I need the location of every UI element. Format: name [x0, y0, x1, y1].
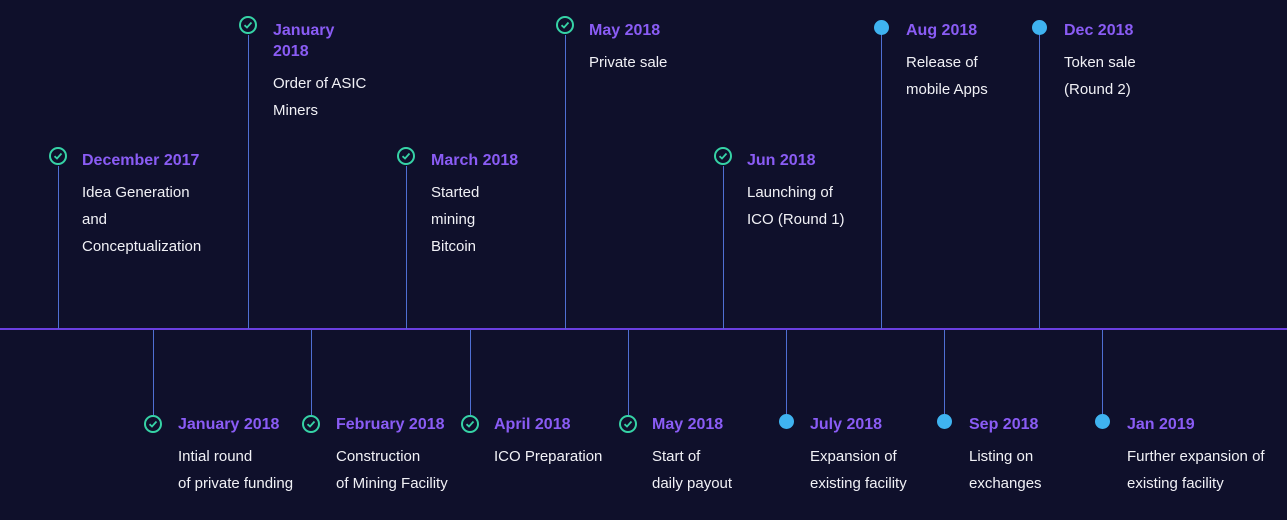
milestone-date: Jan 2019	[1127, 416, 1195, 433]
milestone-6: May 2018 Private sale	[589, 20, 699, 76]
milestone-10: Aug 2018 Release of mobile Apps	[906, 20, 1021, 103]
milestone-date: July 2018	[810, 416, 883, 433]
milestone-description: Start of daily payout	[652, 448, 733, 492]
milestone-5: April 2018 ICO Preparation	[494, 414, 619, 470]
milestone-date: May 2018	[589, 22, 661, 39]
stem-2	[248, 35, 249, 329]
milestone-7: May 2018 Start of daily payout	[652, 414, 772, 497]
milestone-description: Private sale	[589, 54, 668, 71]
milestone-9: July 2018 Expansion of existing facility	[810, 414, 935, 497]
dot-icon	[1032, 20, 1047, 35]
milestone-0: December 2017 Idea Generation and Concep…	[82, 150, 232, 260]
check-circle-icon	[619, 415, 637, 433]
stem-13	[1102, 330, 1103, 416]
milestone-date: February 2018	[336, 416, 445, 433]
stem-9	[786, 330, 787, 416]
milestone-date: Dec 2018	[1064, 22, 1134, 39]
milestone-11: Sep 2018 Listing on exchanges	[969, 414, 1079, 497]
milestone-description: Idea Generation and Conceptualization	[82, 184, 202, 255]
stem-8	[723, 166, 724, 329]
dot-icon	[874, 20, 889, 35]
milestone-description: Token sale (Round 2)	[1064, 54, 1136, 98]
dot-icon	[1095, 414, 1110, 429]
milestone-description: Further expansion of existing facility	[1127, 448, 1265, 492]
milestone-date: Jun 2018	[747, 152, 816, 169]
check-circle-icon	[239, 16, 257, 34]
milestone-date: January 2018	[178, 416, 280, 433]
timeline-axis	[0, 328, 1287, 330]
milestone-8: Jun 2018 Launching of ICO (Round 1)	[747, 150, 867, 233]
stem-1	[153, 330, 154, 415]
check-circle-icon	[556, 16, 574, 34]
milestone-2: January 2018 Order of ASIC Miners	[273, 20, 383, 124]
milestone-date: March 2018	[431, 152, 519, 169]
stem-3	[311, 330, 312, 415]
check-circle-icon	[461, 415, 479, 433]
stem-6	[565, 35, 566, 329]
milestone-4: March 2018 Started mining Bitcoin	[431, 150, 541, 260]
stem-12	[1039, 30, 1040, 329]
milestone-12: Dec 2018 Token sale (Round 2)	[1064, 20, 1174, 103]
milestone-description: Release of mobile Apps	[906, 54, 988, 98]
milestone-description: Launching of ICO (Round 1)	[747, 184, 845, 228]
stem-11	[944, 330, 945, 416]
milestone-description: Listing on exchanges	[969, 448, 1042, 492]
check-circle-icon	[144, 415, 162, 433]
dot-icon	[937, 414, 952, 429]
stem-7	[628, 330, 629, 415]
stem-5	[470, 330, 471, 415]
check-circle-icon	[302, 415, 320, 433]
milestone-description: Intial round of private funding	[178, 448, 294, 492]
dot-icon	[779, 414, 794, 429]
stem-10	[881, 30, 882, 329]
milestone-3: February 2018 Construction of Mining Fac…	[336, 414, 461, 497]
milestone-date: Aug 2018	[906, 22, 978, 39]
check-circle-icon	[49, 147, 67, 165]
milestone-date: May 2018	[652, 416, 724, 433]
check-circle-icon	[397, 147, 415, 165]
milestone-13: Jan 2019 Further expansion of existing f…	[1127, 414, 1285, 497]
milestone-date: December 2017	[82, 152, 200, 169]
stem-0	[58, 166, 59, 329]
milestone-description: Started mining Bitcoin	[431, 184, 480, 255]
milestone-description: Expansion of existing facility	[810, 448, 907, 492]
milestone-description: Order of ASIC Miners	[273, 75, 367, 119]
stem-4	[406, 166, 407, 329]
milestone-1: January 2018 Intial round of private fun…	[178, 414, 318, 497]
milestone-description: Construction of Mining Facility	[336, 448, 448, 492]
milestone-date: Sep 2018	[969, 416, 1039, 433]
check-circle-icon	[714, 147, 732, 165]
milestone-description: ICO Preparation	[494, 448, 603, 465]
milestone-date: January 2018	[273, 22, 335, 60]
milestone-date: April 2018	[494, 416, 571, 433]
